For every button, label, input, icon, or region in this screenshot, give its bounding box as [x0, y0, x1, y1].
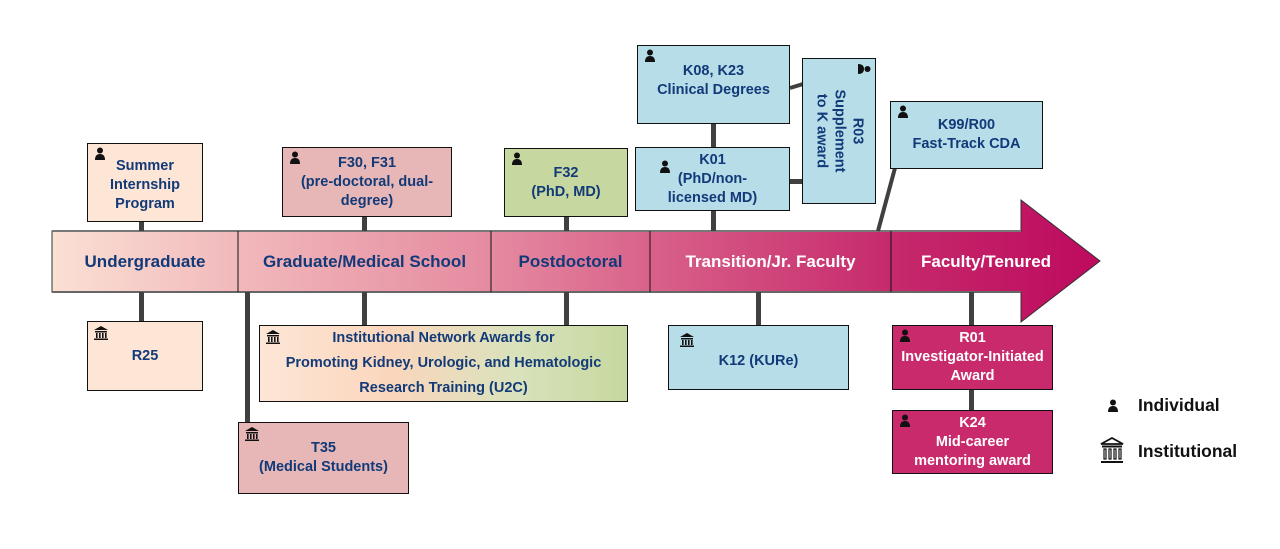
award-line: (Medical Students): [259, 459, 388, 475]
award-r01: R01 Investigator-Initiated Award: [892, 325, 1053, 390]
connector-k01-r03: [789, 179, 803, 184]
award-line: K08, K23: [682, 63, 745, 79]
individual-icon: [512, 152, 522, 165]
award-line: Mid-career: [935, 433, 1010, 450]
award-line: F32: [553, 164, 579, 181]
award-line: (PhD, MD): [531, 183, 601, 200]
award-line: Internship: [109, 177, 181, 193]
award-line: K99/R00: [937, 117, 996, 133]
connector-r01-k24: [969, 389, 974, 411]
stage-label: Undergraduate: [84, 251, 206, 271]
award-k99-r00: K99/R00 Fast-Track CDA: [890, 101, 1043, 169]
award-line: to K award: [813, 93, 830, 169]
connector-u2c-right: [564, 292, 569, 325]
connector-f30: [362, 216, 367, 231]
stage-undergraduate: Undergraduate: [52, 231, 238, 292]
award-line: licensed MD): [667, 189, 758, 206]
institutional-icon: [680, 333, 694, 347]
institutional-icon: [266, 330, 280, 344]
stage-label: Faculty/Tenured: [921, 251, 1052, 271]
award-line: T35: [311, 440, 336, 456]
stage-label: Postdoctoral: [518, 251, 623, 271]
connector-r03-k08: [789, 82, 804, 90]
connector-k99: [876, 167, 897, 232]
stage-faculty: Faculty/Tenured: [891, 231, 1091, 292]
award-line: Clinical Degrees: [657, 82, 770, 98]
award-k08-k23: K08, K23 Clinical Degrees: [637, 45, 790, 124]
award-f30-f31: F30, F31 (pre-doctoral, dual- degree): [282, 147, 452, 217]
award-line: mentoring award: [914, 452, 1031, 469]
award-line: (pre-doctoral, dual-: [300, 173, 434, 190]
institutional-icon: [1100, 437, 1124, 463]
award-line: K24: [959, 414, 986, 431]
award-line: K12 (KURe): [718, 353, 799, 369]
award-line: Investigator-Initiated: [901, 349, 1044, 365]
award-line: Institutional Network Awards for: [332, 330, 555, 346]
award-line: R03: [849, 117, 866, 145]
individual-icon: [1108, 399, 1118, 412]
award-line: Award: [950, 368, 995, 384]
individual-icon: [900, 329, 910, 342]
award-t35: T35 (Medical Students): [238, 422, 409, 494]
award-r03: R03 Supplement to K award: [802, 58, 876, 204]
award-line: Promoting Kidney, Urologic, and Hematolo…: [285, 355, 602, 371]
stage-label: Transition/Jr. Faculty: [685, 251, 856, 271]
individual-icon: [898, 105, 908, 118]
award-k12: K12 (KURe): [668, 325, 849, 390]
legend-individual: Individual: [1104, 395, 1220, 416]
stage-graduate-medical: Graduate/Medical School: [238, 231, 491, 292]
individual-icon: [900, 414, 910, 427]
institutional-icon: [94, 326, 108, 340]
institutional-icon: [245, 427, 259, 441]
legend-institutional: Institutional: [1100, 437, 1237, 465]
individual-icon: [660, 160, 670, 173]
award-line: Summer: [115, 158, 175, 174]
award-k24: K24 Mid-career mentoring award: [892, 410, 1053, 474]
connector-u2c-left: [362, 292, 367, 325]
award-summer-internship: Summer Internship Program: [87, 143, 203, 222]
connector-r25: [139, 292, 144, 321]
legend-label: Individual: [1138, 395, 1220, 415]
stage-transition: Transition/Jr. Faculty: [650, 231, 891, 292]
award-line: K01: [699, 151, 726, 168]
connector-f32: [564, 216, 569, 231]
connector-t35: [245, 292, 250, 423]
individual-icon: [290, 151, 300, 164]
award-r25: R25: [87, 321, 203, 391]
connector-summer: [139, 221, 144, 231]
connector-k08-k01: [711, 123, 716, 147]
award-line: Research Training (U2C): [359, 380, 528, 396]
award-line: R25: [131, 347, 159, 364]
connector-k01: [711, 210, 716, 231]
connector-r01: [969, 292, 974, 325]
stage-postdoctoral: Postdoctoral: [491, 231, 650, 292]
award-k01: K01 (PhD/non- licensed MD): [635, 147, 790, 211]
award-line: Supplement: [831, 89, 848, 173]
individual-icon: [858, 64, 871, 74]
legend-label: Institutional: [1138, 440, 1238, 461]
award-line: Program: [115, 196, 175, 212]
individual-icon: [95, 147, 105, 160]
award-line: (PhD/non-: [677, 170, 748, 187]
award-line: F30, F31: [337, 154, 397, 171]
connector-k12: [756, 292, 761, 326]
stage-label: Graduate/Medical School: [262, 251, 467, 271]
award-line: R01: [959, 330, 986, 346]
award-line: degree): [340, 192, 394, 209]
award-line: Fast-Track CDA: [912, 136, 1021, 152]
award-u2c: Institutional Network Awards for Promoti…: [259, 325, 628, 402]
individual-icon: [645, 49, 655, 62]
award-f32: F32 (PhD, MD): [504, 148, 628, 217]
